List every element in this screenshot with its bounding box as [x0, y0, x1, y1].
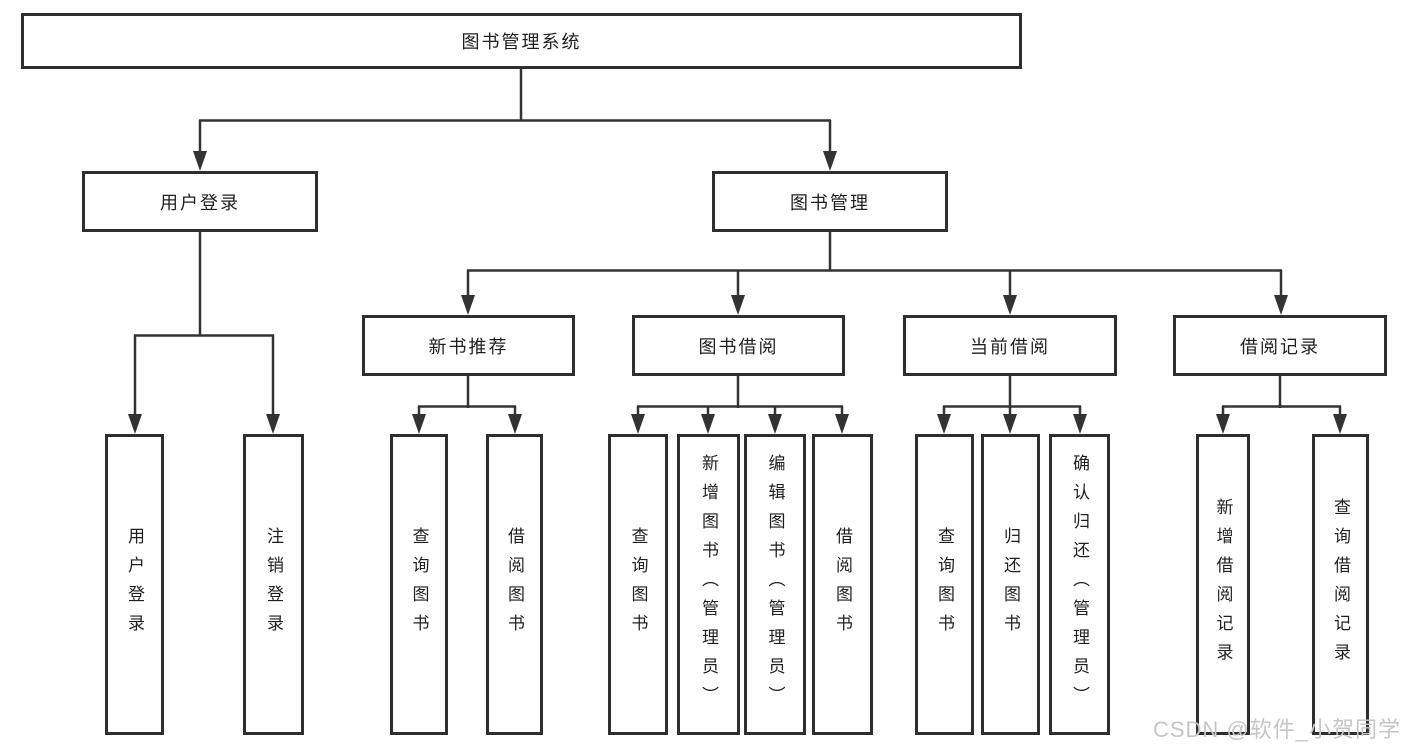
- leaf-borrow-books: 借阅图书: [812, 434, 873, 735]
- node-current-borrowing: 当前借阅: [903, 315, 1117, 376]
- leaf-confirm-return-admin: 确认归还（管理员）: [1049, 434, 1110, 735]
- leaf-add-borrow-record: 新增借阅记录: [1196, 434, 1250, 735]
- leaf-borrow-books-recommend: 借阅图书: [486, 434, 543, 735]
- node-user-login: 用户登录: [82, 171, 318, 232]
- watermark: CSDN @软件_小贺同学: [1152, 717, 1401, 742]
- leaf-add-books-admin: 新增图书（管理员）: [677, 434, 740, 735]
- leaf-query-books-current: 查询图书: [915, 434, 974, 735]
- node-book-borrowing: 图书借阅: [632, 315, 845, 376]
- leaf-query-books-borrow: 查询图书: [608, 434, 668, 735]
- leaf-logout: 注销登录: [243, 434, 304, 735]
- leaf-query-borrow-record: 查询借阅记录: [1312, 434, 1369, 735]
- leaf-user-login: 用户登录: [105, 434, 164, 735]
- node-new-book-recommendation: 新书推荐: [362, 315, 575, 376]
- node-book-management: 图书管理: [712, 171, 948, 232]
- leaf-query-books-recommend: 查询图书: [390, 434, 448, 735]
- node-borrowing-records: 借阅记录: [1173, 315, 1387, 376]
- node-library-management-system: 图书管理系统: [21, 13, 1022, 69]
- leaf-return-books: 归还图书: [981, 434, 1040, 735]
- leaf-edit-books-admin: 编辑图书（管理员）: [744, 434, 806, 735]
